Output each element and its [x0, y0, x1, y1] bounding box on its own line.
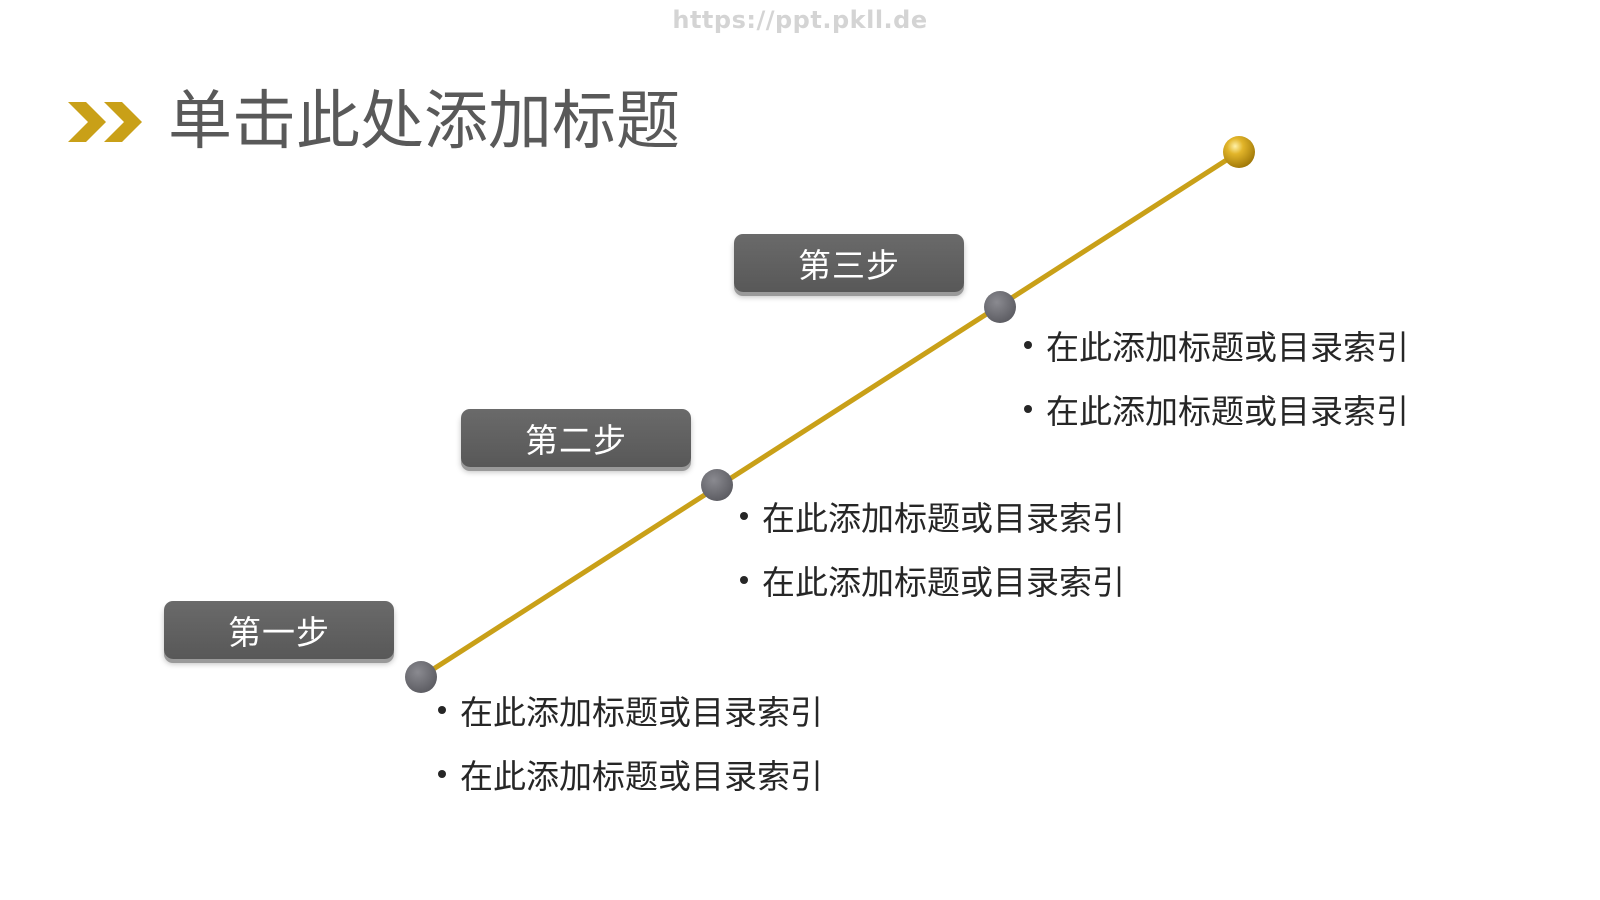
gold-sphere-icon: [1223, 136, 1255, 168]
step-3-list: 在此添加标题或目录索引 在此添加标题或目录索引: [1024, 313, 1409, 441]
bullet-icon: [438, 770, 446, 778]
bullet-icon: [438, 706, 446, 714]
watermark-url: https://ppt.pkll.de: [672, 6, 928, 34]
timeline-node-3: [984, 291, 1016, 323]
bullet-icon: [1024, 341, 1032, 349]
list-item-text: 在此添加标题或目录索引: [762, 563, 1125, 602]
bullet-icon: [740, 512, 748, 520]
step-1-badge[interactable]: 第一步: [164, 601, 394, 659]
list-item[interactable]: 在此添加标题或目录索引: [1024, 313, 1409, 377]
list-item-text: 在此添加标题或目录索引: [460, 693, 823, 732]
list-item-text: 在此添加标题或目录索引: [1046, 328, 1409, 367]
list-item[interactable]: 在此添加标题或目录索引: [1024, 377, 1409, 441]
list-item-text: 在此添加标题或目录索引: [762, 499, 1125, 538]
step-2-badge[interactable]: 第二步: [461, 409, 691, 467]
list-item[interactable]: 在此添加标题或目录索引: [438, 678, 823, 742]
step-2-list: 在此添加标题或目录索引 在此添加标题或目录索引: [740, 484, 1125, 612]
bullet-icon: [740, 576, 748, 584]
timeline-node-2: [701, 469, 733, 501]
list-item[interactable]: 在此添加标题或目录索引: [438, 742, 823, 806]
step-1-list: 在此添加标题或目录索引 在此添加标题或目录索引: [438, 678, 823, 806]
page-title[interactable]: 单击此处添加标题: [168, 85, 680, 159]
list-item[interactable]: 在此添加标题或目录索引: [740, 484, 1125, 548]
timeline-line: [418, 149, 1242, 680]
list-item-text: 在此添加标题或目录索引: [1046, 392, 1409, 431]
double-chevron-right-icon: [68, 102, 142, 142]
list-item[interactable]: 在此添加标题或目录索引: [740, 548, 1125, 612]
bullet-icon: [1024, 405, 1032, 413]
step-3-badge[interactable]: 第三步: [734, 234, 964, 292]
list-item-text: 在此添加标题或目录索引: [460, 757, 823, 796]
title-row: 单击此处添加标题: [68, 82, 680, 162]
timeline-node-1: [405, 661, 437, 693]
